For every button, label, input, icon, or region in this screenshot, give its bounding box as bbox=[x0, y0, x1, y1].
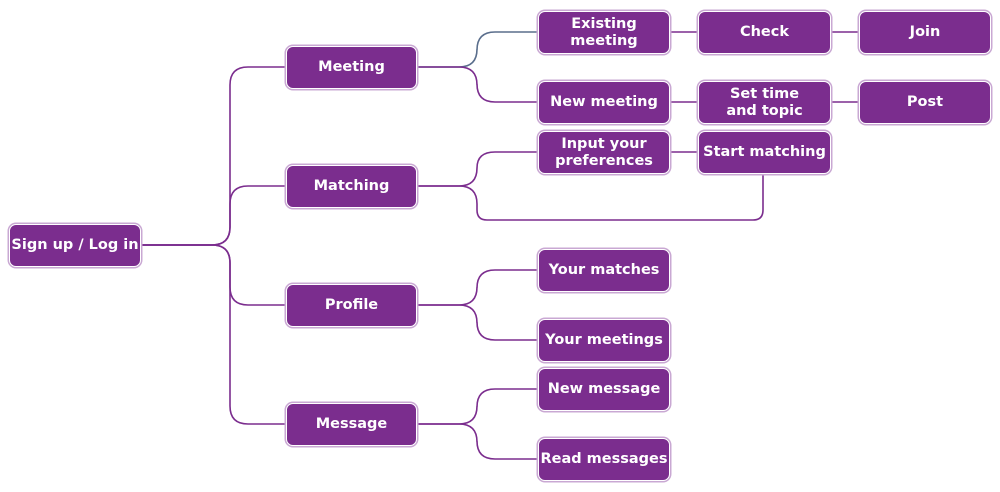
connector-profile-matches bbox=[417, 269, 538, 306]
start-matching-node[interactable]: Start matching bbox=[698, 131, 831, 174]
new-message-node[interactable]: New message bbox=[538, 368, 670, 411]
your-matches-node[interactable]: Your matches bbox=[538, 249, 670, 292]
new-meeting-node[interactable]: New meeting bbox=[538, 81, 670, 124]
connector-signup-meeting bbox=[141, 66, 286, 246]
connector-matching-preferences bbox=[417, 151, 538, 187]
read-messages-node[interactable]: Read messages bbox=[538, 438, 670, 481]
post-node[interactable]: Post bbox=[859, 81, 991, 124]
input-preferences-node[interactable]: Input your preferences bbox=[538, 131, 670, 174]
set-time-and-topic-node[interactable]: Set time and topic bbox=[698, 81, 831, 124]
check-node[interactable]: Check bbox=[698, 11, 831, 54]
connector-message-new bbox=[417, 388, 538, 425]
connector-profile-meetings bbox=[417, 304, 538, 341]
message-node[interactable]: Message bbox=[286, 403, 417, 446]
sign-up-log-in-node[interactable]: Sign up / Log in bbox=[9, 224, 141, 267]
existing-meeting-node[interactable]: Existing meeting bbox=[538, 11, 670, 54]
your-meetings-node[interactable]: Your meetings bbox=[538, 319, 670, 362]
connector-signup-matching bbox=[141, 185, 286, 246]
meeting-node[interactable]: Meeting bbox=[286, 46, 417, 89]
connector-message-read bbox=[417, 423, 538, 460]
matching-node[interactable]: Matching bbox=[286, 165, 417, 208]
connector-signup-profile bbox=[141, 244, 286, 306]
profile-node[interactable]: Profile bbox=[286, 284, 417, 327]
connector-matching-loop bbox=[417, 174, 764, 221]
connector-signup-message bbox=[141, 244, 286, 425]
join-node[interactable]: Join bbox=[859, 11, 991, 54]
connector-meeting-new bbox=[417, 66, 538, 103]
connector-meeting-existing bbox=[417, 31, 538, 68]
